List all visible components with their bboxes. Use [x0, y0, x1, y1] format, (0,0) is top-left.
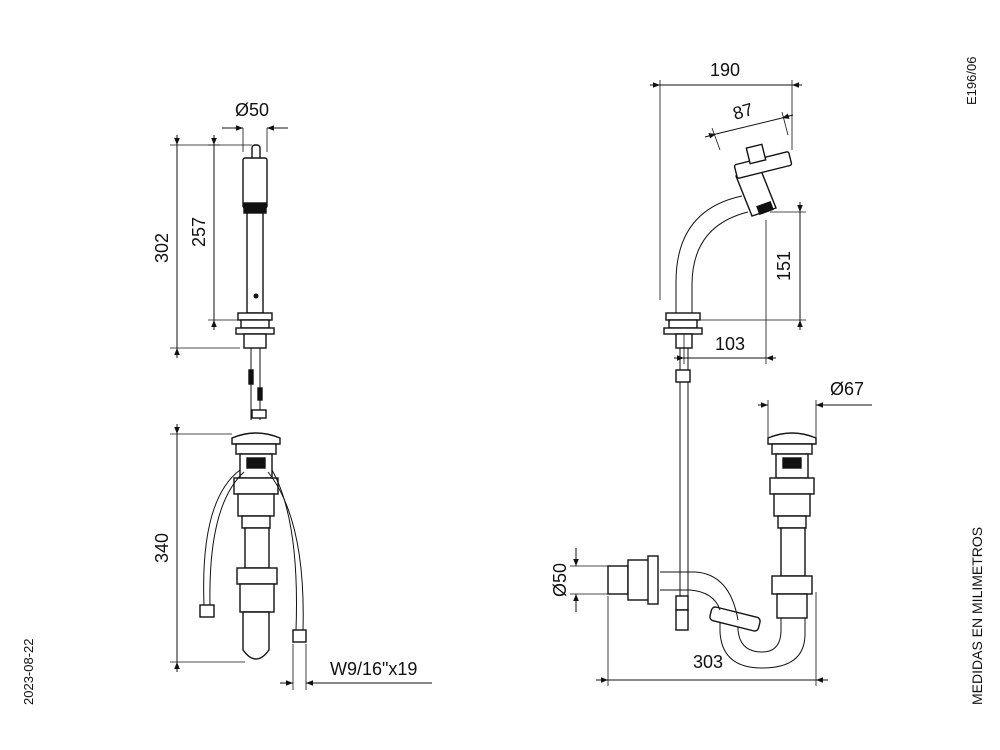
- dim-trap-length: 303: [693, 652, 723, 672]
- units-note: MEDIDAS EN MILIMETROS: [969, 527, 985, 705]
- dim-reach-total: 190: [710, 60, 740, 80]
- dim-popup-diameter: Ø67: [830, 379, 864, 399]
- dim-spout-diameter: Ø50: [235, 100, 269, 120]
- front-view: Ø50 302 257 340 W9/16"x19: [152, 100, 432, 690]
- drawing-code: E196/06: [964, 57, 979, 105]
- side-view: 190 87 151 103 Ø67 Ø50: [550, 60, 872, 686]
- drain-side: [607, 432, 817, 669]
- dim-spout-height: 257: [189, 217, 209, 247]
- drain-front: [199, 432, 307, 660]
- dim-outlet-height: 151: [774, 251, 794, 281]
- faucet-front: [235, 144, 275, 420]
- dim-total-height: 302: [152, 233, 172, 263]
- dim-drain-height: 340: [152, 533, 172, 563]
- dim-spout-reach: 103: [715, 334, 745, 354]
- faucet-side: [663, 143, 793, 631]
- dim-hose-thread: W9/16"x19: [330, 659, 417, 679]
- drawing-date: 2023-08-22: [21, 639, 36, 706]
- dim-lever-length: 87: [731, 99, 756, 124]
- dim-trap-diameter: Ø50: [550, 563, 570, 597]
